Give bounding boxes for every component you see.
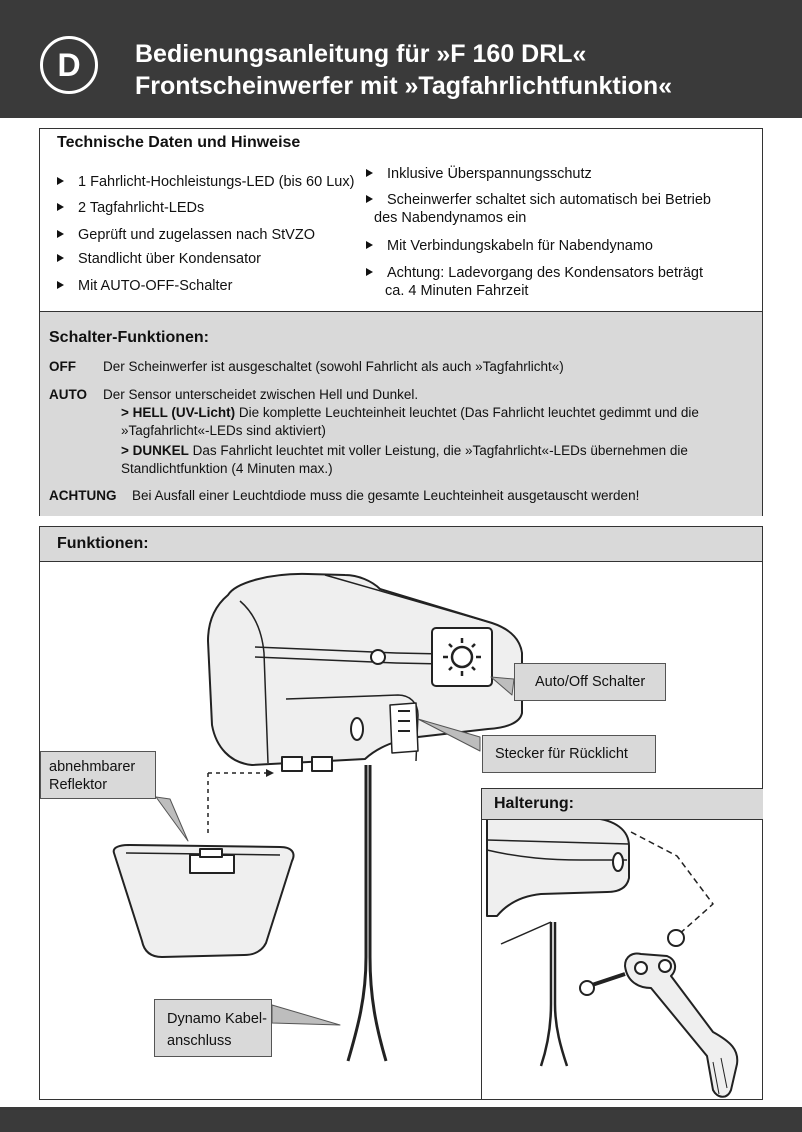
callout-stecker: Stecker für Rücklicht bbox=[482, 735, 656, 773]
achtung-label: ACHTUNG bbox=[49, 488, 117, 503]
achtung-text: Bei Ausfall einer Leuchtdiode muss die g… bbox=[132, 488, 640, 503]
bullet-arrow-icon bbox=[57, 230, 64, 238]
halterung-header: Halterung: bbox=[482, 789, 763, 820]
halterung-heading: Halterung: bbox=[494, 795, 574, 812]
tech-item: Scheinwerfer schaltet sich automatisch b… bbox=[366, 191, 711, 227]
callout-auto-off: Auto/Off Schalter bbox=[514, 663, 666, 701]
auto-label: AUTO bbox=[49, 387, 88, 402]
title-line-2: Frontscheinwerfer mit »Tagfahrlichtfunkt… bbox=[135, 72, 673, 100]
bullet-arrow-icon bbox=[57, 281, 64, 289]
headlight-diagram bbox=[112, 572, 739, 1098]
tech-item: 2 Tagfahrlicht-LEDs bbox=[57, 199, 204, 217]
header-bar: D Bedienungsanleitung für »F 160 DRL« Fr… bbox=[0, 0, 802, 118]
title-line-1: Bedienungsanleitung für »F 160 DRL« bbox=[135, 40, 587, 68]
tech-item: Mit Verbindungskabeln für Nabendynamo bbox=[366, 237, 653, 255]
language-badge: D bbox=[40, 36, 98, 94]
bracket-illustration bbox=[486, 817, 739, 1098]
sun-switch-icon bbox=[443, 638, 481, 676]
switch-section bbox=[40, 311, 762, 516]
off-text: Der Scheinwerfer ist ausgeschaltet (sowo… bbox=[103, 359, 564, 374]
page-title: Bedienungsanleitung für »F 160 DRL« Fron… bbox=[135, 38, 672, 102]
footer-bar bbox=[0, 1107, 802, 1132]
tech-item: 1 Fahrlicht-Hochleistungs-LED (bis 60 Lu… bbox=[57, 173, 354, 191]
tech-section: Technische Daten und Hinweise 1 Fahrlich… bbox=[40, 129, 762, 311]
tech-item: Geprüft und zugelassen nach StVZO bbox=[57, 226, 315, 244]
bullet-arrow-icon bbox=[366, 241, 373, 249]
functions-box: Funktionen: bbox=[39, 526, 763, 1100]
headlight-illustration bbox=[207, 572, 523, 1062]
tech-and-switch-box: Technische Daten und Hinweise 1 Fahrlich… bbox=[39, 128, 763, 516]
bullet-arrow-icon bbox=[57, 203, 64, 211]
dunkel-text: > DUNKEL Das Fahrlicht leuchtet mit voll… bbox=[121, 443, 688, 476]
bullet-arrow-icon bbox=[366, 268, 373, 276]
tech-item: Standlicht über Kondensator bbox=[57, 250, 261, 268]
functions-header: Funktionen: bbox=[40, 527, 762, 562]
callout-dynamo: Dynamo Kabel-anschluss bbox=[154, 999, 272, 1057]
reflector-illustration bbox=[112, 844, 295, 958]
auto-text: Der Sensor unterscheidet zwischen Hell u… bbox=[103, 387, 419, 402]
tech-heading: Technische Daten und Hinweise bbox=[57, 134, 301, 151]
off-label: OFF bbox=[49, 359, 76, 374]
halterung-section: Halterung: bbox=[481, 788, 763, 1100]
bullet-arrow-icon bbox=[366, 195, 373, 203]
tech-item: Achtung: Ladevorgang des Kondensators be… bbox=[366, 264, 703, 300]
functions-heading: Funktionen: bbox=[57, 535, 149, 552]
hell-text: > HELL (UV-Licht) Die komplette Leuchtei… bbox=[121, 405, 699, 438]
tech-item: Mit AUTO-OFF-Schalter bbox=[57, 277, 232, 295]
tech-item: Inklusive Überspannungsschutz bbox=[366, 165, 592, 183]
bullet-arrow-icon bbox=[57, 177, 64, 185]
bullet-arrow-icon bbox=[366, 169, 373, 177]
bullet-arrow-icon bbox=[57, 254, 64, 262]
switch-heading: Schalter-Funktionen: bbox=[49, 329, 210, 346]
